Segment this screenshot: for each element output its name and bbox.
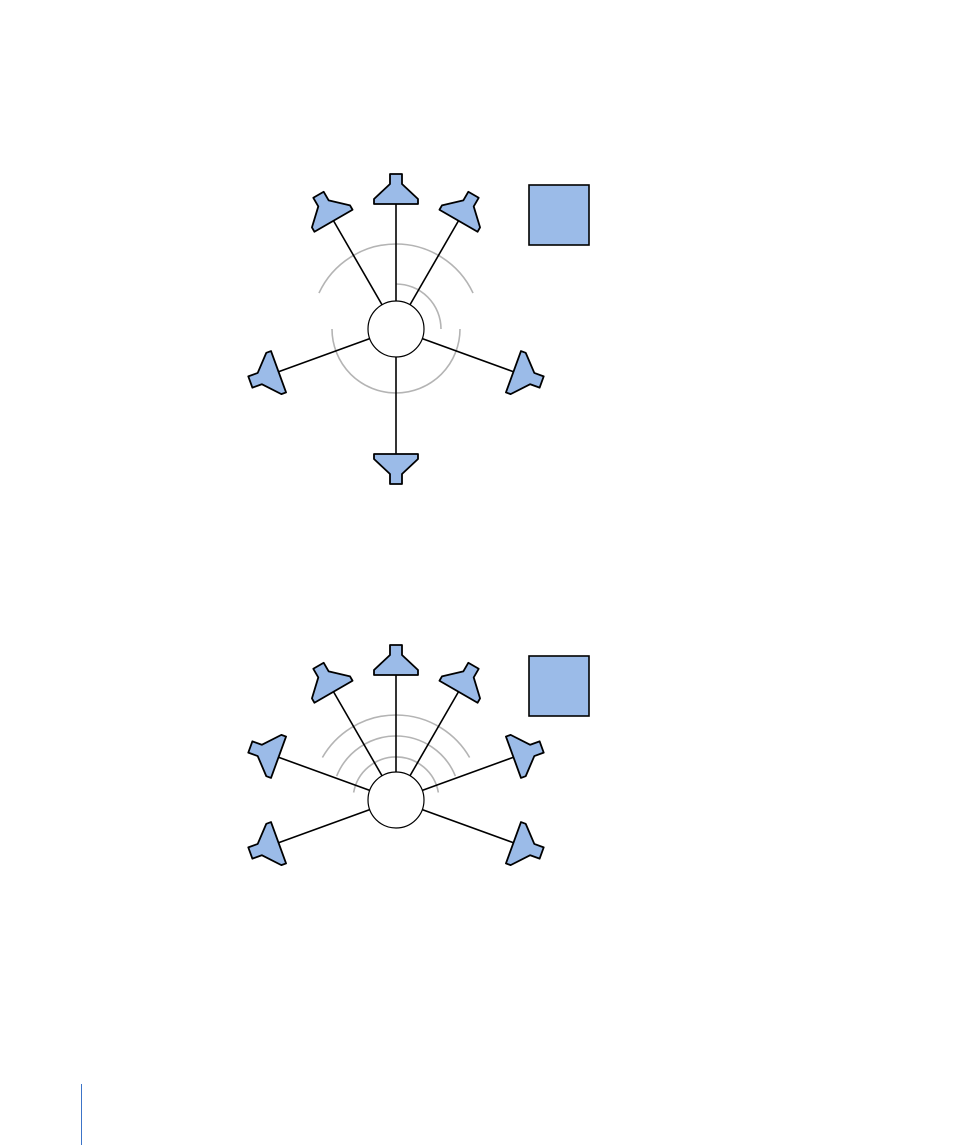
surround-7-1-diagram [243,645,589,874]
surround-left-speaker-icon [243,351,286,403]
side-right-line [422,757,513,790]
front-left-line [334,221,383,305]
subwoofer-square [529,185,589,245]
surround-right-speaker-icon [506,351,549,403]
rear-left-speaker-icon [243,822,286,874]
rear-right-speaker-icon [506,822,549,874]
page-margin-rule [81,1084,82,1145]
rear-right-line [422,810,513,843]
side-left-speaker-icon [243,726,286,778]
front-right-speaker-icon [439,184,492,232]
front-left-line [334,692,383,776]
front-left-speaker-icon [299,184,352,232]
surround-5-1-diagram [243,174,589,484]
subwoofer-square [529,656,589,716]
front-right-line [410,692,459,776]
side-right-speaker-icon [506,726,549,778]
surround-left-line [279,339,370,372]
surround-right-line [422,339,513,372]
rear-center-speaker-icon [374,454,418,484]
front-right-line [410,221,459,305]
side-left-line [279,757,370,790]
front-right-speaker-icon [439,655,492,703]
listener-circle [368,772,424,828]
front-center-speaker-icon [374,645,418,675]
front-left-speaker-icon [299,655,352,703]
rear-left-line [279,810,370,843]
front-center-speaker-icon [374,174,418,204]
listener-circle [368,301,424,357]
